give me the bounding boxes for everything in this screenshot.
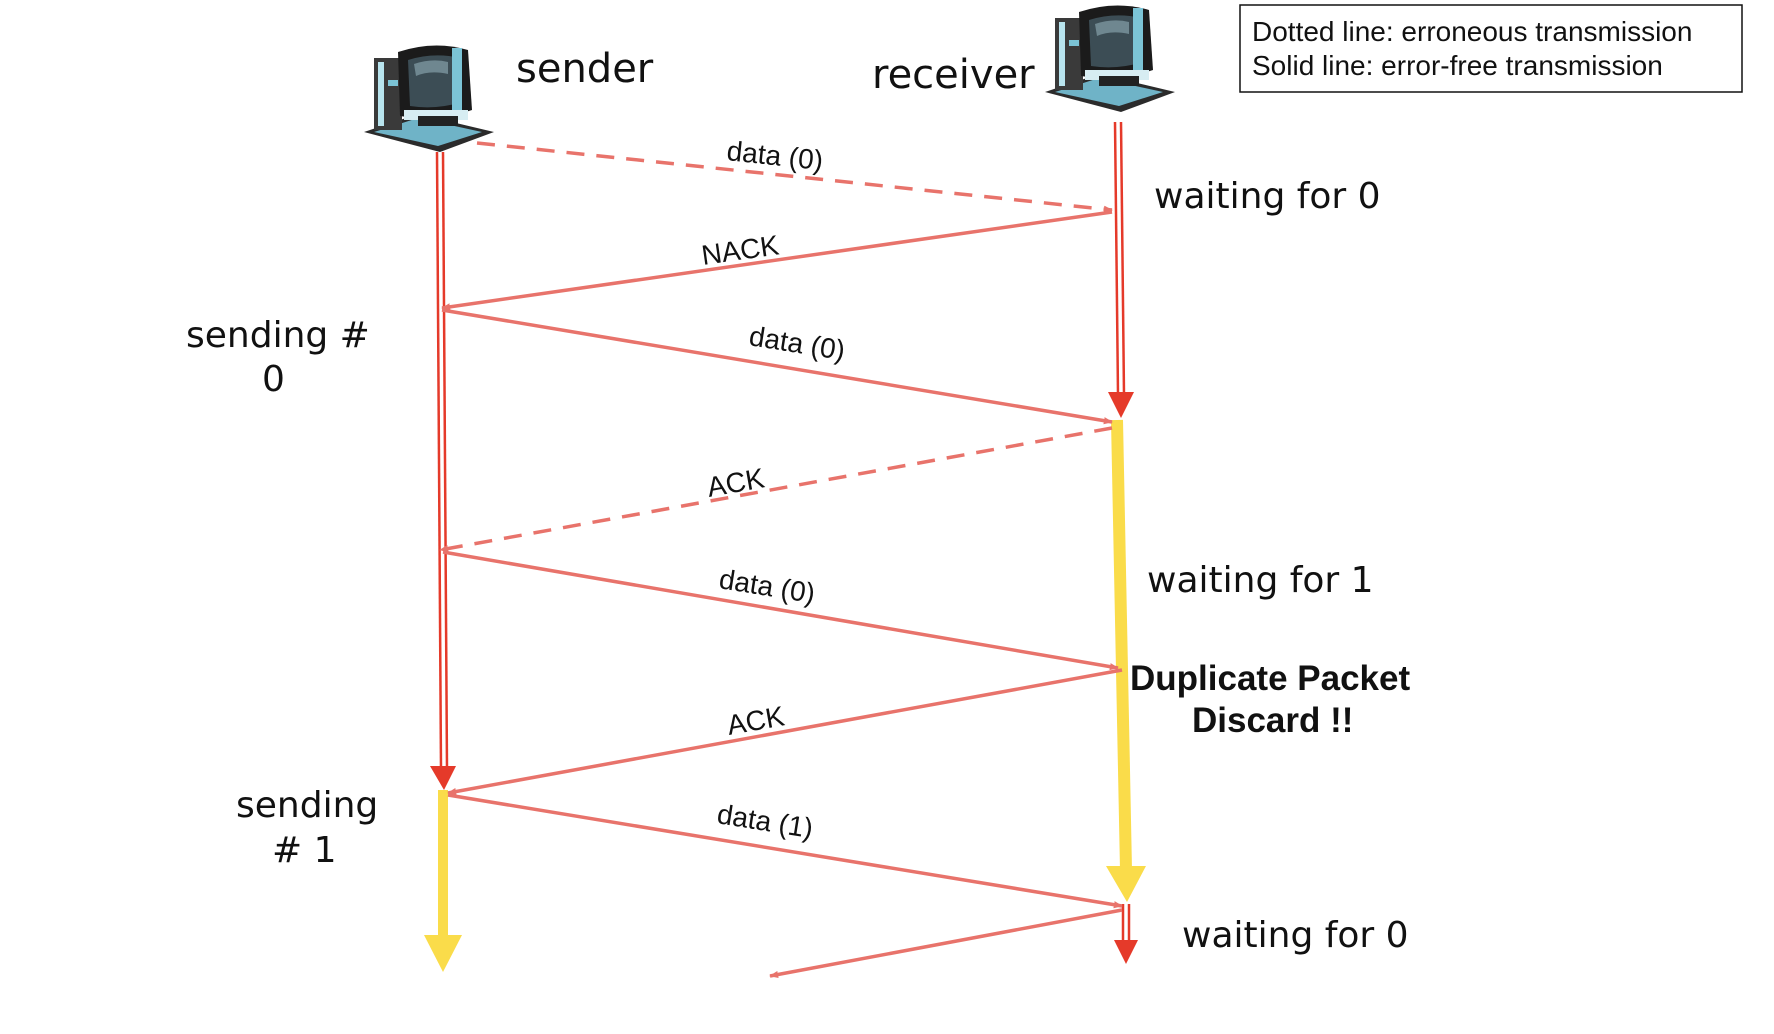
message-3-label: data (0): [747, 320, 847, 366]
message-6-line: [447, 668, 1123, 796]
sender-state-2-line1: sending: [236, 785, 378, 826]
legend-dotted-text: Dotted line: erroneous transmission: [1252, 16, 1692, 47]
legend-box: [1239, 4, 1743, 93]
message-2-label: NACK: [700, 229, 782, 271]
sender-state-2-line2: # 1: [272, 830, 337, 871]
legend-solid-text: Solid line: error-free transmission: [1252, 50, 1663, 81]
sender-state-1-line1: sending #: [186, 315, 370, 356]
sender-active-bar: [424, 790, 462, 972]
receiver-state-3: waiting for 0: [1182, 915, 1409, 956]
receiver-active-bar: [1106, 419, 1146, 902]
sender-timeline: [430, 151, 456, 790]
message-5-line: [442, 550, 1119, 671]
sender-state-2: sending # 1: [236, 785, 378, 871]
message-1-label: data (0): [725, 135, 824, 176]
message-7-label: data (1): [715, 798, 815, 844]
message-1-line: [476, 141, 1113, 213]
message-7-line: [447, 793, 1123, 909]
sender-label: sender: [516, 46, 654, 92]
legend: Dotted line: erroneous transmission Soli…: [1239, 4, 1743, 93]
receiver-state-2: waiting for 1: [1147, 560, 1374, 601]
receiver-timeline: [1108, 121, 1134, 418]
message-8-line: [769, 908, 1123, 979]
message-4-label: ACK: [705, 462, 767, 503]
message-6-label: ACK: [725, 700, 787, 741]
messages: data (0) NACK data (0) ACK data (0) ACK …: [439, 135, 1123, 979]
receiver-computer-icon: [1045, 5, 1175, 113]
message-3-line: [441, 308, 1113, 425]
receiver-tail: [1114, 904, 1138, 964]
sender-state-1-line2: 0: [262, 359, 285, 400]
duplicate-annotation-line1: Duplicate Packet: [1130, 659, 1410, 698]
duplicate-annotation: Duplicate Packet Discard !!: [1130, 659, 1410, 740]
duplicate-annotation-line2: Discard !!: [1192, 701, 1353, 740]
receiver-label: receiver: [872, 52, 1035, 98]
message-4-line: [439, 426, 1113, 553]
sender-state-1: sending # 0: [186, 315, 370, 400]
sender-computer-icon: [364, 45, 494, 152]
receiver-state-1: waiting for 0: [1154, 176, 1381, 217]
message-2-line: [441, 210, 1113, 311]
